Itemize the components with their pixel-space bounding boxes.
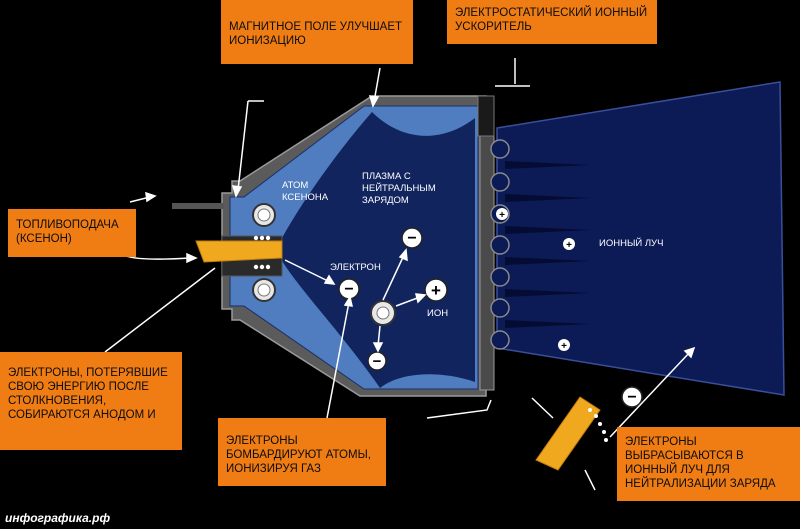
label-plasma-line2: НЕЙТРАЛЬНЫМ (362, 182, 436, 194)
grid-aperture (490, 172, 510, 192)
xenon-atom-top (252, 203, 276, 227)
neutralizer (535, 396, 601, 471)
plasma-region (276, 112, 475, 388)
svg-text:−: − (627, 389, 636, 406)
callout-anode-electrons: ЭЛЕКТРОНЫ, ПОТЕРЯВШИЕ СВОЮ ЭНЕРГИЮ ПОСЛЕ… (0, 352, 182, 450)
svg-text:−: − (407, 230, 416, 247)
svg-text:+: + (431, 281, 441, 300)
reaction-arrows (284, 248, 427, 353)
electron-particle-1: − (401, 227, 423, 249)
label-atom-line2: КСЕНОНА (282, 192, 329, 203)
label-plasma-line3: ЗАРЯДОМ (362, 195, 409, 206)
ion-streak (505, 194, 590, 202)
ion-streak (505, 320, 590, 328)
grid-aperture (490, 298, 510, 318)
ion-streak (505, 257, 590, 265)
leader-lines (104, 58, 696, 491)
grid-aperture (490, 139, 510, 159)
accelerator-grid (479, 127, 495, 391)
grid-aperture (490, 235, 510, 255)
beam-ion-2: + (563, 238, 575, 251)
callout-magnetic-field: МАГНИТНОЕ ПОЛЕ УЛУЧШАЕТ ИОНИЗАЦИЮ (221, 0, 413, 64)
label-ion: ИОН (427, 308, 448, 319)
svg-text:+: + (566, 240, 572, 251)
xenon-atom-center (370, 300, 396, 326)
label-ion-beam: ИОННЫЙ ЛУЧ (599, 237, 663, 249)
callout-fuel-feed: ТОПЛИВОПОДАЧА (КСЕНОН) (8, 209, 136, 257)
svg-text:+: + (499, 210, 505, 221)
fuel-injector (195, 240, 283, 263)
ion-streak (505, 289, 590, 297)
label-plasma-line1: ПЛАЗМА С (362, 171, 411, 182)
watermark: инфографика.рф (2, 511, 114, 525)
beam-ion-3: + (558, 339, 570, 352)
electron-particle-3: − (367, 351, 387, 371)
callout-bombard: ЭЛЕКТРОНЫ БОМБАРДИРУЮТ АТОМЫ, ИОНИЗИРУЯ … (218, 418, 386, 486)
electron-particle-4: − (621, 386, 643, 408)
callout-neutralize: ЭЛЕКТРОНЫ ВЫБРАСЫВАЮТСЯ В ИОННЫЙ ЛУЧ ДЛЯ… (617, 427, 800, 501)
ion-particle: + (424, 278, 448, 302)
beam-ion-1: + (496, 208, 508, 221)
electron-dots-top (253, 235, 271, 241)
svg-text:−: − (344, 281, 353, 298)
electron-particle-2: − (338, 278, 360, 300)
label-atom-line1: АТОМ (282, 180, 308, 191)
grid-aperture (490, 267, 510, 287)
fuel-pipe (172, 203, 224, 209)
grid-aperture (490, 330, 510, 350)
label-electron: ЭЛЕКТРОН (330, 262, 381, 273)
svg-text:−: − (373, 353, 382, 370)
ion-streak (505, 226, 590, 234)
grid-top-cap (477, 95, 495, 137)
electron-dots-bottom (253, 264, 271, 270)
xenon-atom-bottom (252, 278, 276, 302)
svg-text:+: + (561, 341, 567, 352)
neutralizer-dots (588, 408, 608, 442)
callout-accelerator: ЭЛЕКТРОСТАТИЧЕСКИЙ ИОННЫЙ УСКОРИТЕЛЬ (447, 0, 657, 44)
ion-streak (505, 161, 590, 169)
